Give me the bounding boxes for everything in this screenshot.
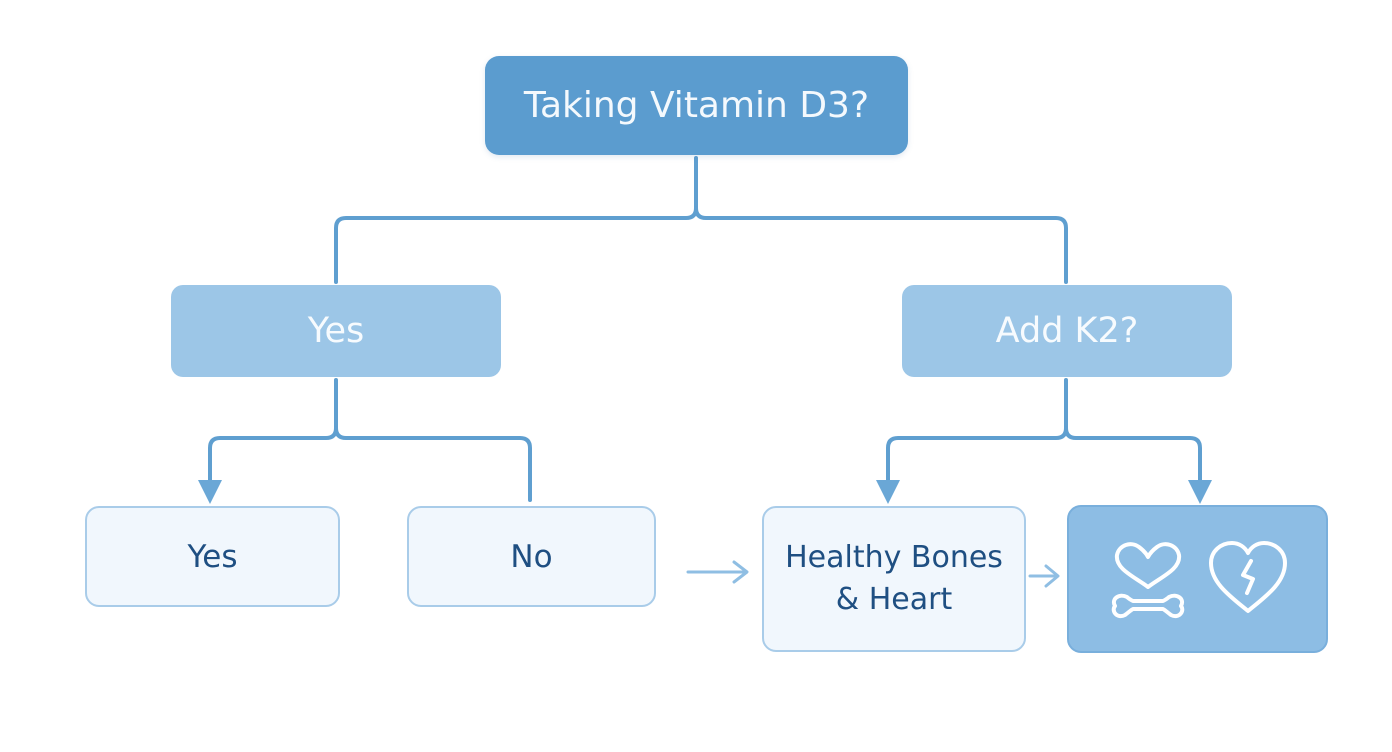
root-label: Taking Vitamin D3? bbox=[523, 85, 870, 126]
connector-root-right bbox=[694, 206, 1068, 284]
leaf-no-label: No bbox=[510, 538, 553, 575]
leaf-outcome-node: Healthy Bones & Heart bbox=[762, 506, 1026, 652]
root-node: Taking Vitamin D3? bbox=[485, 56, 908, 155]
connector-left-stem bbox=[198, 378, 338, 504]
icon-box-node bbox=[1067, 505, 1328, 653]
connector-left-right bbox=[334, 426, 532, 502]
branch-right-label: Add K2? bbox=[995, 311, 1139, 351]
outcome-label-line2: & Heart bbox=[835, 582, 953, 617]
branch-left-node: Yes bbox=[171, 285, 501, 377]
connector-root-stem bbox=[334, 156, 698, 284]
arrow-no-to-outcome bbox=[686, 560, 749, 584]
leaf-yes-node: Yes bbox=[85, 506, 340, 607]
broken-heart-icon bbox=[1208, 541, 1287, 613]
outcome-label-line1: Healthy Bones bbox=[785, 540, 1003, 575]
connector-right-right bbox=[1064, 426, 1212, 504]
bone-heart-icon bbox=[1111, 542, 1184, 618]
branch-right-node: Add K2? bbox=[902, 285, 1232, 377]
arrow-outcome-to-icons bbox=[1028, 564, 1060, 588]
leaf-no-node: No bbox=[407, 506, 656, 607]
connector-right-stem bbox=[876, 378, 1068, 504]
leaf-yes-label: Yes bbox=[187, 538, 238, 575]
branch-left-label: Yes bbox=[307, 311, 365, 351]
